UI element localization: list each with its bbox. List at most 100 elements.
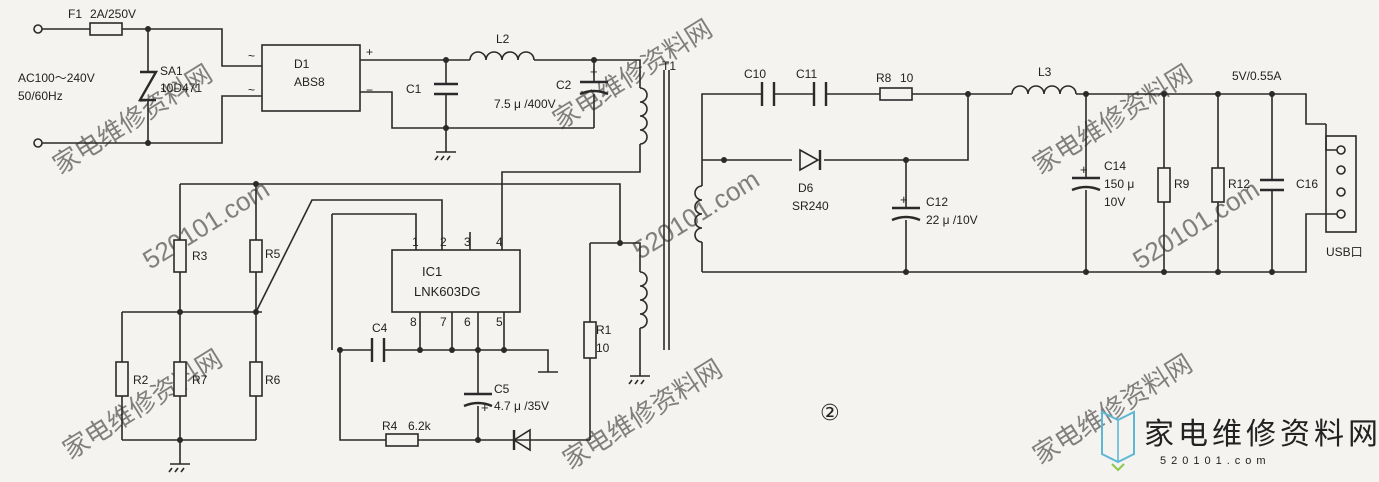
svg-text:3: 3 (464, 235, 471, 249)
label-ic1-value: LNK603DG (414, 284, 480, 299)
resistor-r3 (173, 239, 187, 273)
svg-text:2: 2 (440, 235, 447, 249)
svg-text:+: + (590, 64, 598, 79)
label-c5: C5 (494, 382, 510, 396)
label-input-freq: 50/60Hz (18, 89, 63, 103)
fuse-f1 (89, 22, 123, 36)
input-terminal-bottom (33, 138, 43, 148)
resistor-r7 (173, 361, 187, 397)
label-input-voltage: AC100～240V (18, 71, 95, 85)
label-sa1: SA1 (160, 64, 183, 78)
label-c11: C11 (796, 67, 817, 81)
capacitor-c4 (370, 338, 386, 362)
label-r7: R7 (192, 373, 208, 387)
svg-text:4: 4 (496, 235, 503, 249)
resistor-r2 (115, 361, 129, 397)
label-sa1-value: 10D471 (160, 81, 202, 95)
label-c14-value2: 10V (1104, 195, 1125, 209)
label-r8: R8 (876, 71, 892, 85)
watermark-text: 家电维修资料网 (57, 343, 227, 465)
capacitor-c5 (463, 401, 493, 408)
label-dc-minus: − (366, 83, 373, 97)
label-r12: R12 (1228, 177, 1250, 191)
label-r5: R5 (265, 247, 281, 261)
diode-aux (512, 428, 531, 452)
secondary-section: C10 C11 R8 10 L3 5V/0.55A D6 SR240 + C12… (701, 65, 1363, 275)
label-c14: C14 (1104, 159, 1126, 173)
svg-text:6: 6 (464, 315, 471, 329)
watermark-layer: 家电维修资料网 520101.com 家电维修资料网 520101.com 家电… (47, 13, 1264, 475)
label-l2: L2 (496, 32, 510, 46)
capacitor-c2 (579, 89, 609, 96)
label-c10: C10 (744, 67, 766, 81)
ic1-lnk603dg: 1 2 3 4 8 7 6 5 IC1 LNK603DG C4 + C5 4.7… (331, 213, 620, 452)
label-ic1: IC1 (422, 264, 442, 279)
label-r9: R9 (1174, 177, 1190, 191)
capacitor-c1 (434, 82, 458, 96)
resistor-r9 (1157, 167, 1171, 203)
label-ac2: ~ (248, 83, 255, 97)
label-d6: D6 (798, 181, 814, 195)
label-t1: T1 (662, 59, 676, 73)
label-c14-value1: 150 μ (1104, 177, 1134, 191)
svg-text:8: 8 (410, 315, 417, 329)
svg-text:+: + (900, 192, 908, 207)
label-r2: R2 (133, 373, 149, 387)
label-r3: R3 (192, 249, 208, 263)
varistor-sa1 (137, 70, 159, 102)
capacitor-c11 (812, 82, 828, 106)
diode-d6 (799, 148, 820, 172)
svg-text:+: + (1080, 162, 1088, 177)
label-r4: R4 (382, 419, 398, 433)
label-ac1: ~ (248, 49, 255, 63)
svg-text:7: 7 (440, 315, 447, 329)
capacitor-c14 (1071, 185, 1101, 192)
arrow-icon (1111, 463, 1125, 472)
label-c2: C2 (556, 78, 572, 92)
resistor-r12 (1211, 167, 1225, 203)
label-r1: R1 (596, 323, 612, 337)
label-c12-value: 22 μ /10V (926, 213, 978, 227)
label-f1-value: 2A/250V (90, 7, 136, 21)
watermark-text: 家电维修资料网 (547, 13, 717, 135)
label-c5-value: 4.7 μ /35V (494, 399, 549, 413)
resistor-r4 (385, 433, 419, 447)
label-d6-value: SR240 (792, 199, 829, 213)
label-c16: C16 (1296, 177, 1318, 191)
resistor-r1 (583, 321, 597, 359)
label-c4: C4 (372, 321, 388, 335)
transformer-t1: T1 (501, 59, 703, 385)
dc-bus: + L2 C1 C2 7.5 μ /400V (360, 32, 641, 161)
label-d1: D1 (294, 57, 310, 71)
watermark-text: 家电维修资料网 (557, 353, 727, 475)
label-c2-value: 7.5 μ /400V (494, 97, 556, 111)
label-r8-value: 10 (900, 71, 914, 85)
capacitor-c12 (891, 215, 921, 222)
label-c1: C1 (406, 82, 422, 96)
label-r1-value: 10 (596, 341, 610, 355)
label-r6: R6 (265, 373, 281, 387)
label-output: 5V/0.55A (1232, 69, 1281, 83)
svg-text:1: 1 (412, 235, 419, 249)
label-dc-plus: + (366, 45, 373, 59)
site-logo: 家电维修资料网 520101.com (1101, 410, 1379, 472)
resistor-r6 (249, 361, 263, 397)
label-c12: C12 (926, 195, 948, 209)
logo-text: 家电维修资料网 (1144, 418, 1379, 451)
usb-connector (1325, 135, 1357, 233)
svg-text:+: + (481, 400, 489, 415)
capacitor-c16 (1260, 178, 1284, 192)
resistor-r8 (879, 87, 913, 101)
logo-url: 520101.com (1160, 455, 1271, 467)
input-terminal-top (33, 24, 43, 34)
capacitor-c10 (760, 82, 776, 106)
label-d1-value: ABS8 (294, 75, 325, 89)
inductor-l3 (1011, 85, 1077, 95)
watermark-url: 520101.com (627, 164, 764, 265)
label-usb: USB口 (1326, 245, 1363, 259)
input-section: F1 2A/250V AC100～240V 50/60Hz SA1 10D471 (18, 7, 262, 148)
inductor-l2 (469, 51, 535, 61)
bridge-rectifier-d1: D1 ABS8 ~ ~ + − (248, 44, 373, 112)
ground-c1 (434, 128, 456, 161)
